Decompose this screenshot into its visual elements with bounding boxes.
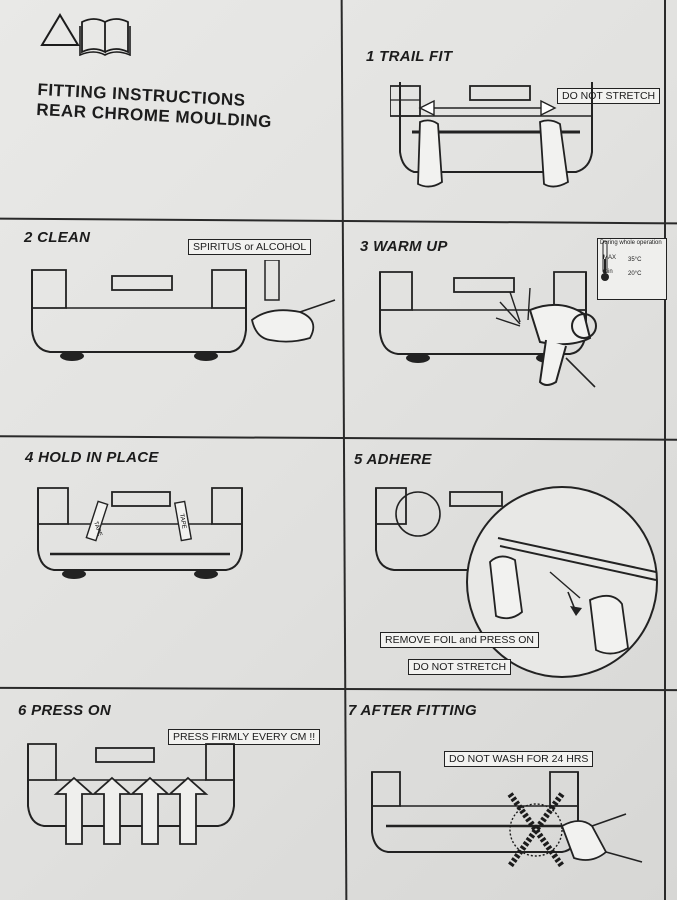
step-5-note-2: DO NOT STRETCH — [408, 659, 512, 675]
cross-mark-icon — [507, 792, 565, 868]
step-1-note: DO NOT STRETCH — [557, 88, 661, 104]
up-arrow-icon-3 — [129, 776, 171, 845]
step-2-title: 2 CLEAN — [24, 229, 91, 246]
grid-vertical-divider — [340, 0, 348, 900]
step-1-illustration — [390, 82, 593, 188]
step-7-title: 7 AFTER FITTING — [348, 702, 477, 719]
grid-horizontal-divider-1 — [0, 217, 677, 225]
step-3-title: 3 WARM UP — [360, 238, 448, 255]
page-title: FITTING INSTRUCTIONS REAR CHROME MOULDIN… — [36, 80, 273, 132]
grid-right-border — [664, 0, 666, 900]
manual-book-icon — [79, 18, 131, 56]
thermometer-min-value: 20°C — [628, 271, 642, 277]
thermometer-caption: During whole operation — [600, 240, 662, 246]
step-7-note: DO NOT WASH FOR 24 HRS — [444, 751, 594, 767]
warning-triangle-icon — [40, 13, 80, 46]
step-6-note: PRESS FIRMLY EVERY CM !! — [168, 729, 321, 745]
step-4-illustration: TAPE TAPE — [37, 487, 243, 579]
step-2-note: SPIRITUS or ALCOHOL — [188, 239, 312, 255]
step-7-illustration — [371, 771, 643, 868]
thermometer-max-value: 35°C — [628, 257, 642, 263]
tape-label-left: TAPE — [92, 521, 102, 537]
step-3-illustration — [379, 271, 597, 388]
thermometer-min-label: min — [603, 269, 613, 275]
step-1-title: 1 TRAIL FIT — [366, 48, 453, 65]
thermometer-box: During whole operation MAX 35°C min 20°C — [597, 238, 667, 300]
up-arrow-icon-2 — [91, 776, 133, 845]
up-arrow-icon-4 — [167, 776, 209, 845]
thermometer-icon — [601, 240, 609, 281]
step-4-title: 4 HOLD IN PLACE — [25, 449, 159, 466]
grid-horizontal-divider-2 — [0, 435, 677, 441]
step-6-title: 6 PRESS ON — [18, 702, 112, 719]
step-5-note-1: REMOVE FOIL and PRESS ON — [380, 632, 539, 648]
step-6-illustration — [27, 743, 235, 845]
step-5-title: 5 ADHERE — [354, 451, 432, 468]
step-2-illustration — [31, 260, 336, 361]
step-5-illustration — [375, 486, 658, 678]
up-arrow-icon — [53, 776, 95, 845]
grid-horizontal-divider-3 — [0, 686, 677, 692]
tape-label-right: TAPE — [178, 513, 187, 529]
thermometer-max-label: MAX — [603, 255, 617, 261]
